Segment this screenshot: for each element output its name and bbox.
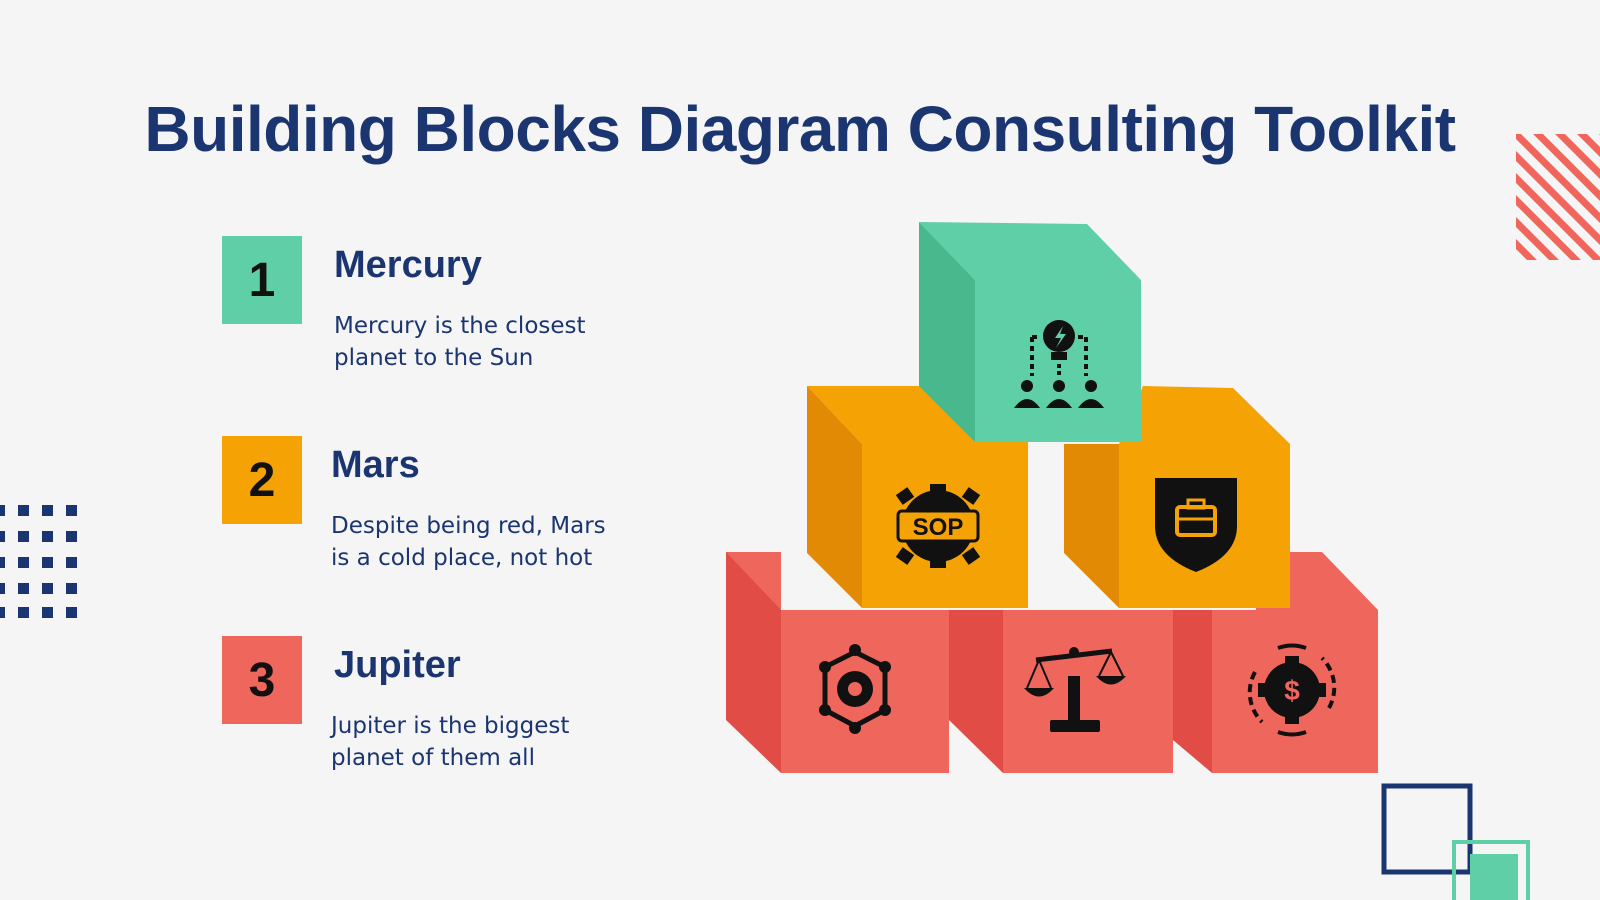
sop-gear-icon: SOP — [895, 484, 981, 568]
block-red-1 — [726, 552, 949, 773]
balance-scale-icon — [1024, 647, 1126, 732]
svg-text:SOP: SOP — [913, 514, 964, 541]
item-description-mars: Despite being red, Mars is a cold place,… — [331, 513, 606, 571]
number-3: 3 — [248, 653, 276, 707]
item-description-mercury: Mercury is the closest planet to the Sun — [334, 313, 586, 371]
number-1: 1 — [248, 253, 276, 307]
dot-grid-decoration — [0, 505, 77, 618]
team-idea-icon — [1014, 320, 1104, 408]
squares-decoration — [1381, 783, 1530, 900]
item-description-jupiter: Jupiter is the biggest planet of them al… — [331, 713, 570, 771]
svg-text:$: $ — [1284, 675, 1300, 706]
number-badge-1: 1 — [222, 236, 302, 324]
network-gear-icon — [819, 644, 891, 734]
item-title-mercury: Mercury — [334, 244, 482, 286]
list-item-3: 3 Jupiter Jupiter is the biggest planet … — [222, 636, 642, 786]
page-title: Building Blocks Diagram Consulting Toolk… — [144, 93, 1456, 165]
number-badge-3: 3 — [222, 636, 302, 724]
block-orange-2 — [1064, 386, 1290, 608]
striped-decoration — [1516, 134, 1600, 260]
list-item-1: 1 Mercury Mercury is the closest planet … — [222, 236, 642, 386]
building-blocks-diagram: SOP $ — [726, 222, 1378, 773]
list-item-2: 2 Mars Despite being red, Mars is a cold… — [222, 436, 642, 586]
number-2: 2 — [248, 453, 276, 507]
item-title-mars: Mars — [331, 444, 420, 486]
dollar-gear-icon: $ — [1247, 643, 1337, 737]
block-green-1 — [919, 222, 1141, 442]
block-red-2 — [949, 610, 1173, 773]
item-title-jupiter: Jupiter — [334, 644, 461, 686]
briefcase-shield-icon — [1155, 478, 1237, 572]
number-badge-2: 2 — [222, 436, 302, 524]
